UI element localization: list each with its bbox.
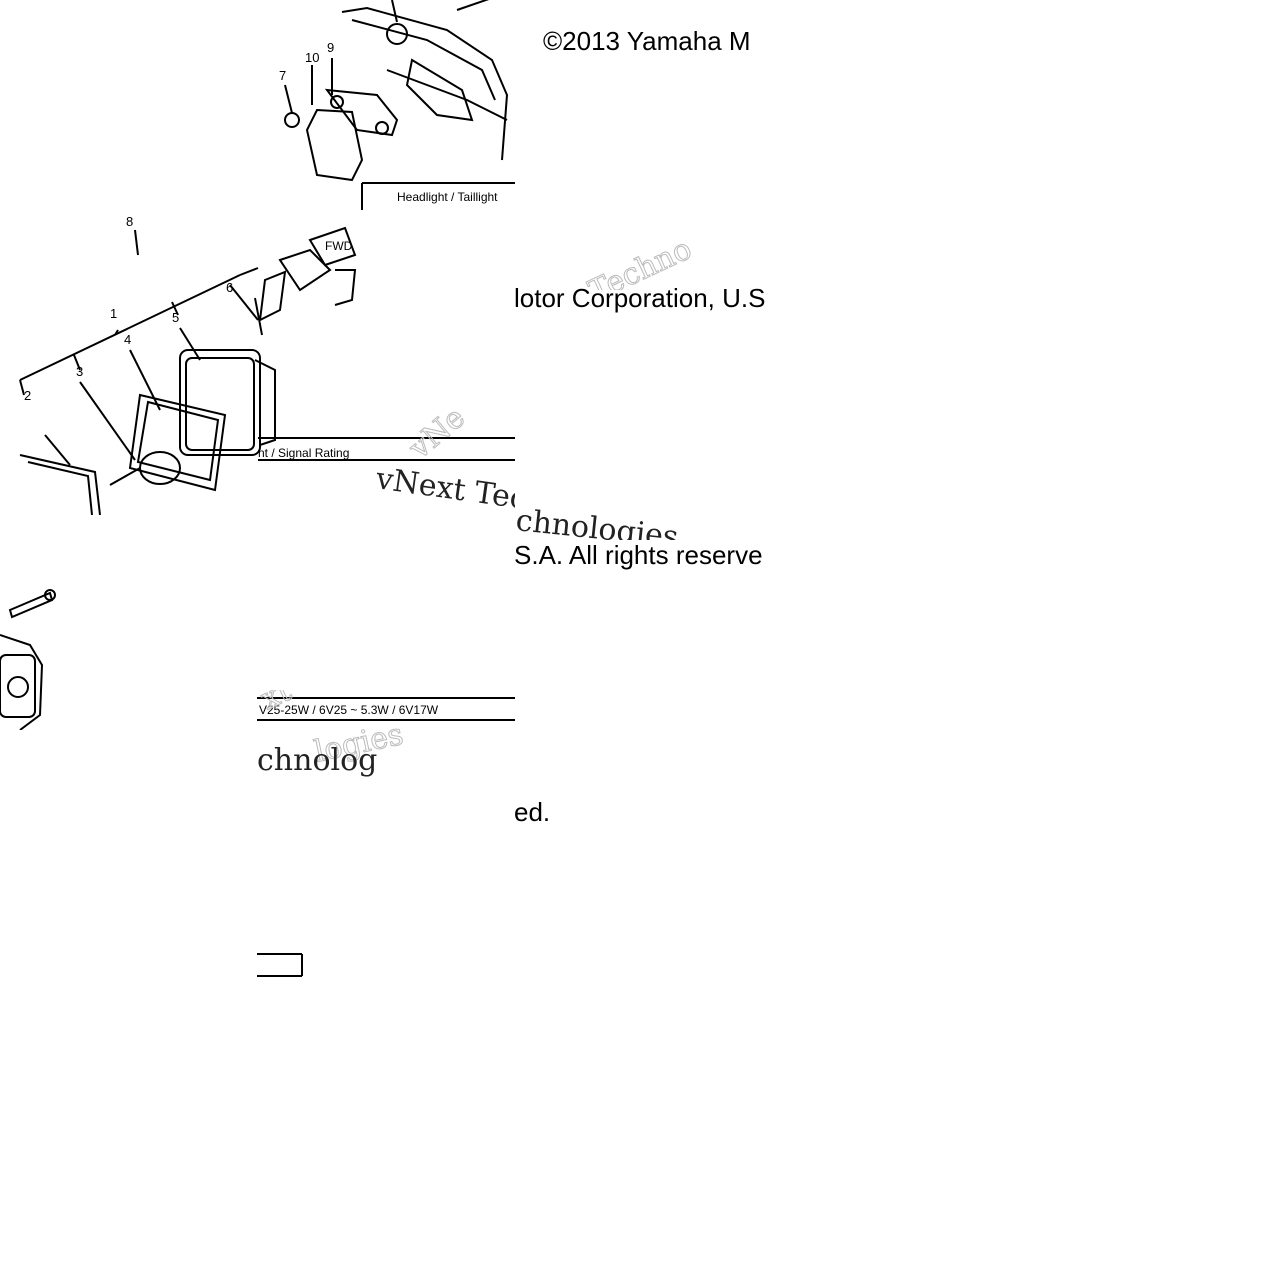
watermark-text-b: chnologies — [515, 503, 680, 540]
watermark-right-drawing: Techno — [583, 231, 698, 290]
callout-5: 5 — [172, 310, 179, 325]
fwd-tag: FWD — [325, 239, 353, 253]
diagram-tile-rating: V25-25W / 6V25 ~ 5.3W / 6V17W xt logies … — [257, 690, 515, 780]
callout-9: 9 — [327, 40, 334, 55]
diagram-tile-lamp — [0, 515, 257, 730]
watermark-text-g: Techno — [584, 231, 698, 290]
signal-rating-title: nt / Signal Rating — [258, 446, 349, 460]
lamp-drawing — [0, 589, 56, 730]
diagram-tile-box — [257, 950, 307, 980]
callout-6: 6 — [226, 280, 233, 295]
diagram-tile-watermark-mid: chnologies — [515, 500, 715, 540]
copyright-line-3: S.A. All rights reserve — [514, 540, 763, 570]
copyright-line-2: lotor Corporation, U.S — [514, 283, 766, 313]
callout-8: 8 — [126, 214, 133, 229]
diagram-tile-watermark-right: Techno — [515, 230, 772, 290]
copyright-line-4: ed. — [514, 797, 551, 827]
callout-4: 4 — [124, 332, 131, 347]
headlight-title: Headlight / Taillight — [397, 190, 498, 204]
watermark-mid-drawing: chnologies — [515, 503, 680, 540]
callout-7: 7 — [279, 68, 286, 83]
callout-2: 2 — [24, 388, 31, 403]
watermark-text-a: vNext Tec — [373, 461, 515, 515]
callout-1: 1 — [110, 306, 117, 321]
rating-drawing: V25-25W / 6V25 ~ 5.3W / 6V17W xt logies … — [257, 690, 515, 778]
diagram-tile-taillight: 8 1 4 5 3 2 6 FWD nt / Signal Rating vNe… — [0, 210, 515, 515]
watermark-text-f: chnolog — [257, 743, 377, 778]
taillight-drawing: 8 1 4 5 3 2 6 FWD nt / Signal Rating vNe… — [19, 214, 515, 515]
bracket-drawing: 7 10 9 Headlight / Taillight — [279, 0, 515, 210]
watermark-text-c: vNe — [402, 400, 472, 467]
rating-values: V25-25W / 6V25 ~ 5.3W / 6V17W — [259, 703, 439, 717]
callout-10: 10 — [305, 50, 319, 65]
callout-3: 3 — [76, 364, 83, 379]
box-drawing — [257, 953, 303, 977]
diagram-tile-bracket: 7 10 9 Headlight / Taillight — [257, 0, 515, 210]
copyright-line-1: ©2013 Yamaha M — [543, 26, 751, 56]
